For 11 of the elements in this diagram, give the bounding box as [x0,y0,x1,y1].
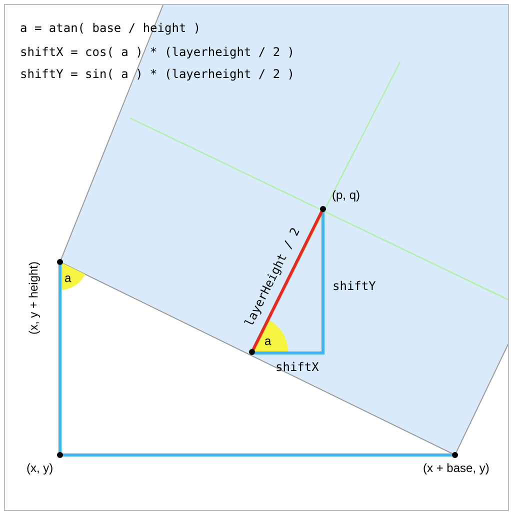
formula-text: shiftX = cos( a ) * (layerheight / 2 ) [20,45,295,59]
point-label: (x, y + height) [26,261,40,335]
point-label: (x + base, y) [423,461,490,475]
formula-text: shiftY = sin( a ) * (layerheight / 2 ) [20,67,295,81]
dimension-label: shiftX [276,360,319,374]
angle-label: a [264,334,272,348]
point-label: (p, q) [332,188,360,202]
formula-text: a = atan( base / height ) [20,21,201,35]
angle-label: a [64,271,72,285]
dimension-label: shiftY [332,279,376,293]
point-label: (x, y) [26,461,54,475]
